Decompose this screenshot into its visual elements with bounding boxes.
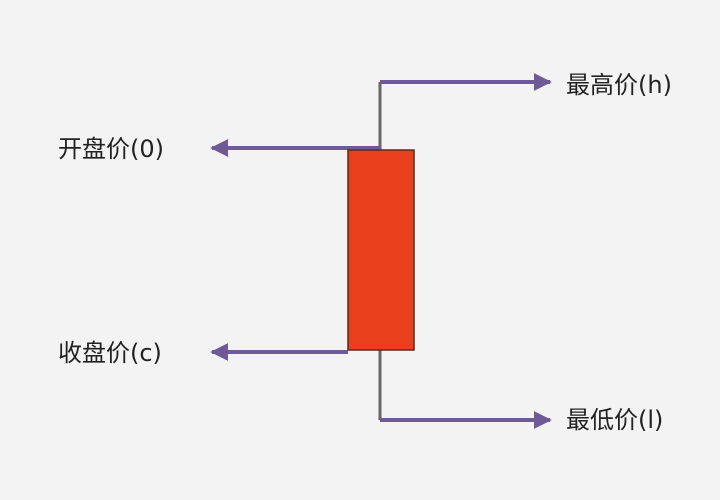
close-price-label: 收盘价(c): [58, 339, 162, 367]
candle-body: [347, 149, 415, 351]
low-price-label: 最低价(l): [566, 406, 664, 434]
open-price-label: 开盘价(0): [58, 135, 164, 163]
high-price-label: 最高价(h): [566, 71, 672, 99]
